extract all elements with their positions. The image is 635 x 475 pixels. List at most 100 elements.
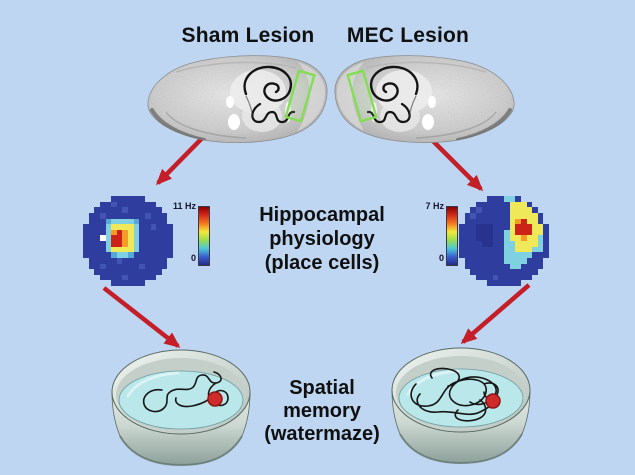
heatmap-cell: [509, 212, 516, 219]
heatmap-cell: [492, 280, 499, 286]
watermaze-sham: [110, 348, 252, 467]
heatmap-cell: [504, 224, 510, 230]
arrow-placecells-to-watermaze-right: [460, 283, 531, 344]
heatmap-cell: [156, 241, 162, 247]
heatmap-cell: [161, 229, 168, 236]
heatmap-cell: [128, 274, 134, 281]
heatmap-cell: [509, 241, 516, 247]
heatmap-cell: [88, 224, 95, 230]
heatmap-cell: [498, 212, 504, 219]
heatmap-cell: [105, 257, 112, 264]
heatmap-cell: [459, 246, 465, 253]
heatmap-cell: [167, 246, 173, 253]
heatmap-cell: [128, 280, 134, 286]
heatmap-cell: [543, 252, 549, 258]
heatmap-cell: [150, 218, 157, 225]
heatmap-cell: [122, 263, 128, 270]
heatmap-cell: [515, 224, 521, 230]
heatmap-cell: [532, 224, 538, 230]
heatmap-cell: [122, 269, 128, 275]
heatmap-cell: [133, 252, 140, 258]
heatmap-cell: [116, 224, 123, 230]
heatmap-cell: [459, 235, 465, 241]
heatmap-cell: [532, 235, 538, 241]
heatmap-cell: [481, 218, 488, 225]
heatmap-cell: [475, 212, 482, 219]
heatmap-cell: [509, 218, 516, 225]
heatmap-cell: [116, 207, 123, 213]
heatmap-cell: [475, 252, 482, 258]
heatmap-cell: [167, 224, 173, 230]
heatmap-cell: [167, 252, 173, 258]
heatmap-cell: [88, 257, 95, 264]
heatmap-cell: [156, 229, 162, 236]
heatmap-cell: [167, 229, 173, 236]
heatmap-cell: [481, 235, 488, 241]
heatmap-cell: [150, 269, 157, 275]
heatmap-cell: [94, 212, 100, 219]
heatmap-cell: [459, 224, 465, 230]
heatmap-cell: [133, 207, 140, 213]
heatmap-cell: [526, 269, 533, 275]
heatmap-cell: [116, 280, 123, 286]
heatmap-cell: [122, 229, 128, 236]
heatmap-cell: [509, 252, 516, 258]
heatmap-cell: [537, 235, 544, 241]
heatmap-cell: [526, 207, 533, 213]
heatmap-cell: [459, 241, 465, 247]
heatmap-cell: [464, 212, 471, 219]
heatmap-cell: [481, 269, 488, 275]
heatmap-cell: [520, 263, 527, 270]
heatmap-cell: [515, 229, 521, 236]
hippocampal-physiology-caption: Hippocampal physiology (place cells): [227, 203, 417, 275]
heatmap-cell: [133, 241, 140, 247]
heatmap-cell: [161, 252, 168, 258]
heatmap-cell: [492, 274, 499, 281]
heatmap-cell: [128, 241, 134, 247]
heatmap-cell: [532, 257, 538, 264]
heatmap-cell: [94, 207, 100, 213]
heatmap-cell: [492, 224, 499, 230]
heatmap-cell: [543, 280, 549, 286]
heatmap-cell: [139, 218, 145, 225]
heatmap-cell: [105, 212, 112, 219]
heatmap-cell: [487, 196, 493, 202]
heatmap-cell: [481, 274, 488, 281]
heatmap-cell: [498, 235, 504, 241]
heatmap-cell: [99, 269, 106, 275]
caption-line: Spatial: [289, 377, 355, 399]
heatmap-cell: [94, 263, 100, 270]
heatmap-cell: [99, 218, 106, 225]
rate-colorbar-mec: [446, 206, 458, 266]
heatmap-cell: [492, 235, 499, 241]
heatmap-cell: [515, 241, 521, 247]
heatmap-cell: [515, 212, 521, 219]
heatmap-cell: [504, 246, 510, 253]
heatmap-cell: [111, 201, 117, 208]
heatmap-cell: [139, 212, 145, 219]
heatmap-cell: [94, 229, 100, 236]
rate-max-label-mec: 7 Hz: [425, 201, 444, 211]
heatmap-cell: [122, 207, 128, 213]
heatmap-cell: [475, 218, 482, 225]
heatmap-cell: [504, 280, 510, 286]
heatmap-cell: [470, 212, 476, 219]
heatmap-cell: [481, 252, 488, 258]
heatmap-cell: [128, 257, 134, 264]
heatmap-cell: [88, 218, 95, 225]
heatmap-cell: [111, 252, 117, 258]
heatmap-cell: [470, 235, 476, 241]
heatmap-cell: [133, 212, 140, 219]
heatmap-cell: [509, 257, 516, 264]
heatmap-cell: [515, 257, 521, 264]
rate-colorbar-sham: [198, 206, 210, 266]
heatmap-cell: [470, 218, 476, 225]
heatmap-cell: [111, 257, 117, 264]
heatmap-cell: [515, 274, 521, 281]
rate-max-label-sham: 11 Hz: [172, 201, 196, 211]
heatmap-cell: [156, 235, 162, 241]
heatmap-cell: [498, 229, 504, 236]
heatmap-cell: [116, 212, 123, 219]
heatmap-cell: [504, 252, 510, 258]
heatmap-cell: [470, 207, 476, 213]
